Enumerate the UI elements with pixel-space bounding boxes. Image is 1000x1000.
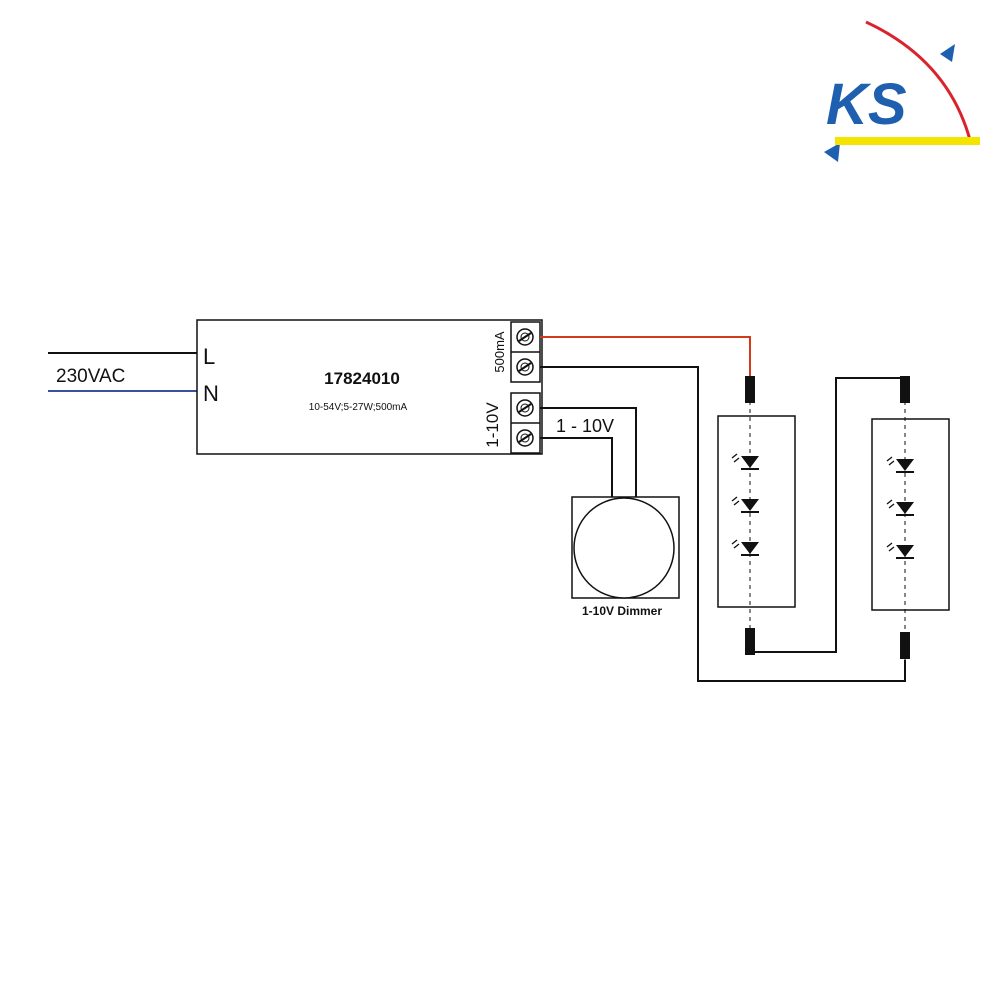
- dim-wire-1: [540, 407, 637, 497]
- connector-icon: [745, 628, 755, 655]
- connector-icon: [900, 376, 910, 403]
- screw-icon: [516, 328, 534, 346]
- led-positive-wire: [540, 336, 751, 378]
- dim-terminal-block: [510, 392, 541, 454]
- led-diode-icon: [731, 539, 759, 556]
- led-module-2: [871, 376, 950, 660]
- screw-icon: [516, 429, 534, 447]
- logo-text: KS: [826, 72, 907, 137]
- logo-red-arc: [865, 20, 972, 141]
- logo-blue-triangle-top: [940, 44, 955, 62]
- mains-voltage-label: 230VAC: [56, 366, 125, 387]
- led-diode-icon: [731, 453, 759, 470]
- output-terminal-label: 500mA: [492, 331, 507, 373]
- led-diode-icon: [886, 542, 914, 559]
- dim-wire-2: [540, 437, 613, 497]
- connector-icon: [745, 376, 755, 403]
- led-module-1: [717, 376, 796, 655]
- screw-icon: [516, 399, 534, 417]
- driver-model: 17824010: [324, 369, 400, 388]
- neutral-terminal-label: N: [203, 381, 219, 406]
- dim-wire-label: 1 - 10V: [556, 416, 614, 436]
- dimmer-label: 1-10V Dimmer: [582, 604, 662, 618]
- output-terminal-block: [510, 321, 541, 383]
- led-diode-icon: [731, 496, 759, 513]
- screw-icon: [516, 358, 534, 376]
- driver-box: [196, 319, 543, 455]
- dim-terminal-label: 1-10V: [483, 402, 502, 448]
- module-link-wire: [750, 377, 905, 653]
- led-diode-icon: [886, 499, 914, 516]
- live-terminal-label: L: [203, 344, 215, 369]
- logo-blue-triangle-bottom: [824, 143, 840, 162]
- connector-icon: [900, 632, 910, 659]
- ks-logo: KS: [824, 20, 980, 162]
- dimmer-knob-icon: [573, 497, 675, 599]
- led-diode-icon: [886, 456, 914, 473]
- logo-yellow-bar: [835, 137, 980, 145]
- led-return-wire: [540, 366, 906, 682]
- driver-spec: 10-54V;5-27W;500mA: [309, 402, 408, 413]
